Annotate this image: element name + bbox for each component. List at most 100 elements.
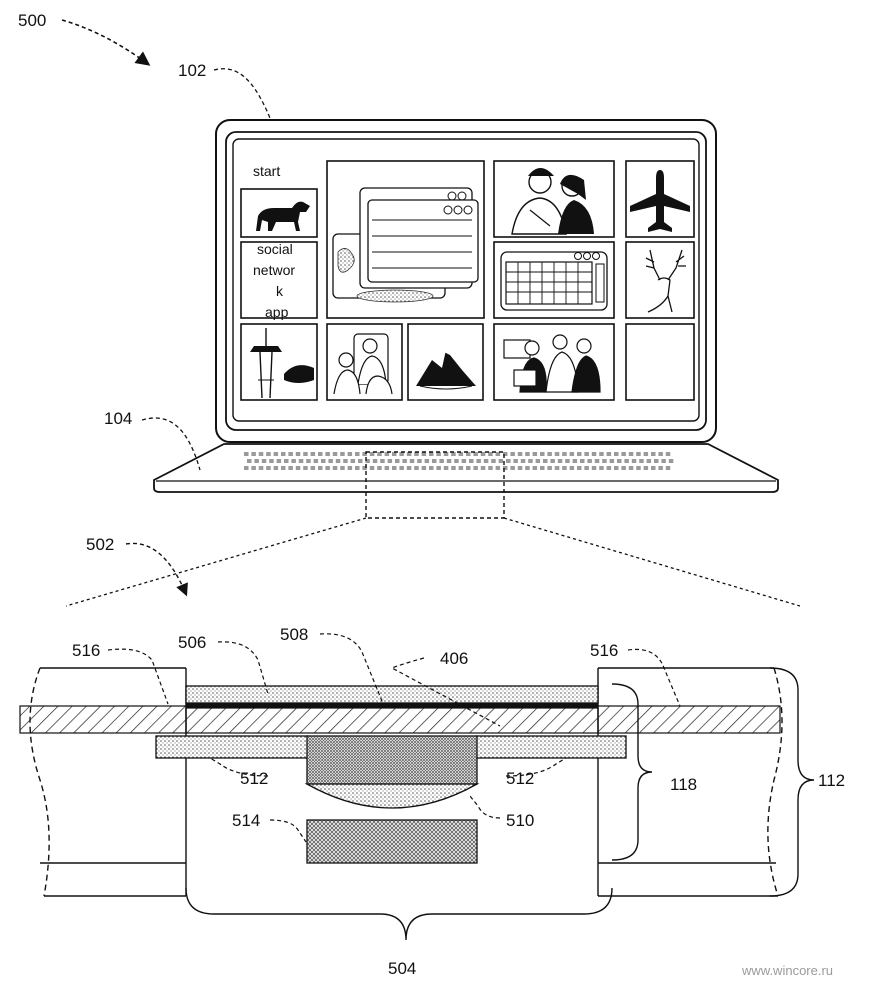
keyboard-key xyxy=(362,452,367,456)
tile-windows[interactable] xyxy=(326,160,485,319)
tile-dog[interactable] xyxy=(240,188,318,238)
tile-calendar[interactable] xyxy=(493,241,615,319)
keyboard-key xyxy=(303,452,308,456)
keyboard-key xyxy=(665,466,671,470)
tile-social-network-app[interactable]: social networ k app xyxy=(240,241,318,320)
keyboard-key xyxy=(446,459,452,463)
keyboard-key xyxy=(628,466,634,470)
tile-airplane[interactable] xyxy=(625,160,695,238)
projection-line-right xyxy=(503,517,801,607)
keyboard-key xyxy=(506,459,511,463)
tile-couple-photo[interactable] xyxy=(493,160,615,238)
keyboard-key xyxy=(384,452,390,456)
keyboard-key xyxy=(476,459,481,463)
keyboard-key xyxy=(269,459,274,463)
keyboard-key xyxy=(580,459,585,463)
keyboard-key xyxy=(347,452,353,456)
screen-tiles: start social networ k app xyxy=(240,160,695,401)
keyboard-key xyxy=(392,452,397,456)
keyboard-key xyxy=(646,459,652,463)
tile-empty[interactable] xyxy=(625,323,695,401)
keyboard-key xyxy=(540,466,545,470)
film-508 xyxy=(186,703,598,708)
keyboard-key xyxy=(432,459,437,463)
keyboard-key xyxy=(414,466,419,470)
keyboard-key xyxy=(288,466,293,470)
laptop-ref-leader xyxy=(213,68,271,119)
keyboard-key xyxy=(281,452,286,456)
keyboard-key xyxy=(554,466,560,470)
keyboard-key xyxy=(565,459,570,463)
support-left-512 xyxy=(155,735,309,759)
keyboard-key xyxy=(587,459,592,463)
keyboard-key xyxy=(572,459,578,463)
keyboard-key xyxy=(266,452,271,456)
figure-number-label: 500 xyxy=(18,11,46,30)
keyboard-key xyxy=(350,459,356,463)
laptop-ref-label: 102 xyxy=(178,61,206,80)
keyboard-key xyxy=(340,466,345,470)
keyboard-key xyxy=(602,459,607,463)
keyboard-key xyxy=(614,466,619,470)
actuator-dome xyxy=(304,783,480,809)
keyboard-key xyxy=(543,459,548,463)
keyboard-key xyxy=(421,452,427,456)
keyboard-key xyxy=(466,452,471,456)
tile-social-line-2: networ xyxy=(253,262,295,278)
keyboard-key xyxy=(358,459,363,463)
actuator-510 xyxy=(306,735,478,785)
keyboard-key xyxy=(495,466,501,470)
keyboard-key xyxy=(443,466,449,470)
keyboard-key xyxy=(569,466,575,470)
keyboard-key xyxy=(473,466,478,470)
space-needle-icon xyxy=(250,328,314,399)
tile-group-photo[interactable] xyxy=(493,323,615,401)
keyboard-key xyxy=(439,459,444,463)
keyboard-key xyxy=(451,466,456,470)
label-118: 118 xyxy=(670,775,697,794)
keyboard-key xyxy=(658,452,663,456)
keyboard-key xyxy=(469,459,474,463)
keyboard-key xyxy=(636,466,641,470)
keyboard-key xyxy=(261,459,267,463)
projection-line-left xyxy=(65,517,367,607)
keyboard-key xyxy=(355,452,360,456)
window-stack-icon xyxy=(332,187,479,303)
dog-icon xyxy=(256,201,310,231)
keyboard-key xyxy=(284,459,289,463)
keyboard-key xyxy=(569,452,575,456)
keyboard-key xyxy=(402,459,407,463)
keyboard-key xyxy=(609,459,615,463)
deer-icon xyxy=(645,249,686,313)
keyboard-key xyxy=(651,452,656,456)
keyboard-key xyxy=(520,459,526,463)
top-layer-506 xyxy=(185,685,599,704)
keyboard-key xyxy=(254,459,259,463)
watermark: www.wincore.ru xyxy=(741,963,833,978)
tile-family-photo[interactable] xyxy=(326,323,403,401)
keyboard-key xyxy=(273,452,279,456)
keyboard-key xyxy=(421,466,427,470)
keyboard-key xyxy=(480,452,486,456)
tile-space-needle[interactable] xyxy=(240,323,318,401)
keyboard-key xyxy=(584,452,589,456)
tile-mountain[interactable] xyxy=(407,323,484,401)
keyboard-key xyxy=(332,466,338,470)
label-512-right: 512 xyxy=(506,769,534,788)
keyboard-key xyxy=(510,452,515,456)
keyboard-key xyxy=(310,466,316,470)
keyboard-key xyxy=(369,466,375,470)
brace-504 xyxy=(185,887,613,941)
keyboard-key xyxy=(661,459,666,463)
keyboard-key xyxy=(517,452,523,456)
keyboard-key xyxy=(298,459,304,463)
keyboard-key xyxy=(631,459,637,463)
hatched-layer-right xyxy=(597,705,781,734)
keyboard-key xyxy=(517,466,523,470)
keyboard-key xyxy=(599,452,604,456)
tile-deer[interactable] xyxy=(625,241,695,319)
keyboard-key xyxy=(454,459,459,463)
couple-photo-icon xyxy=(511,168,594,235)
keyboard-key xyxy=(328,459,333,463)
keyboard-key xyxy=(251,466,256,470)
